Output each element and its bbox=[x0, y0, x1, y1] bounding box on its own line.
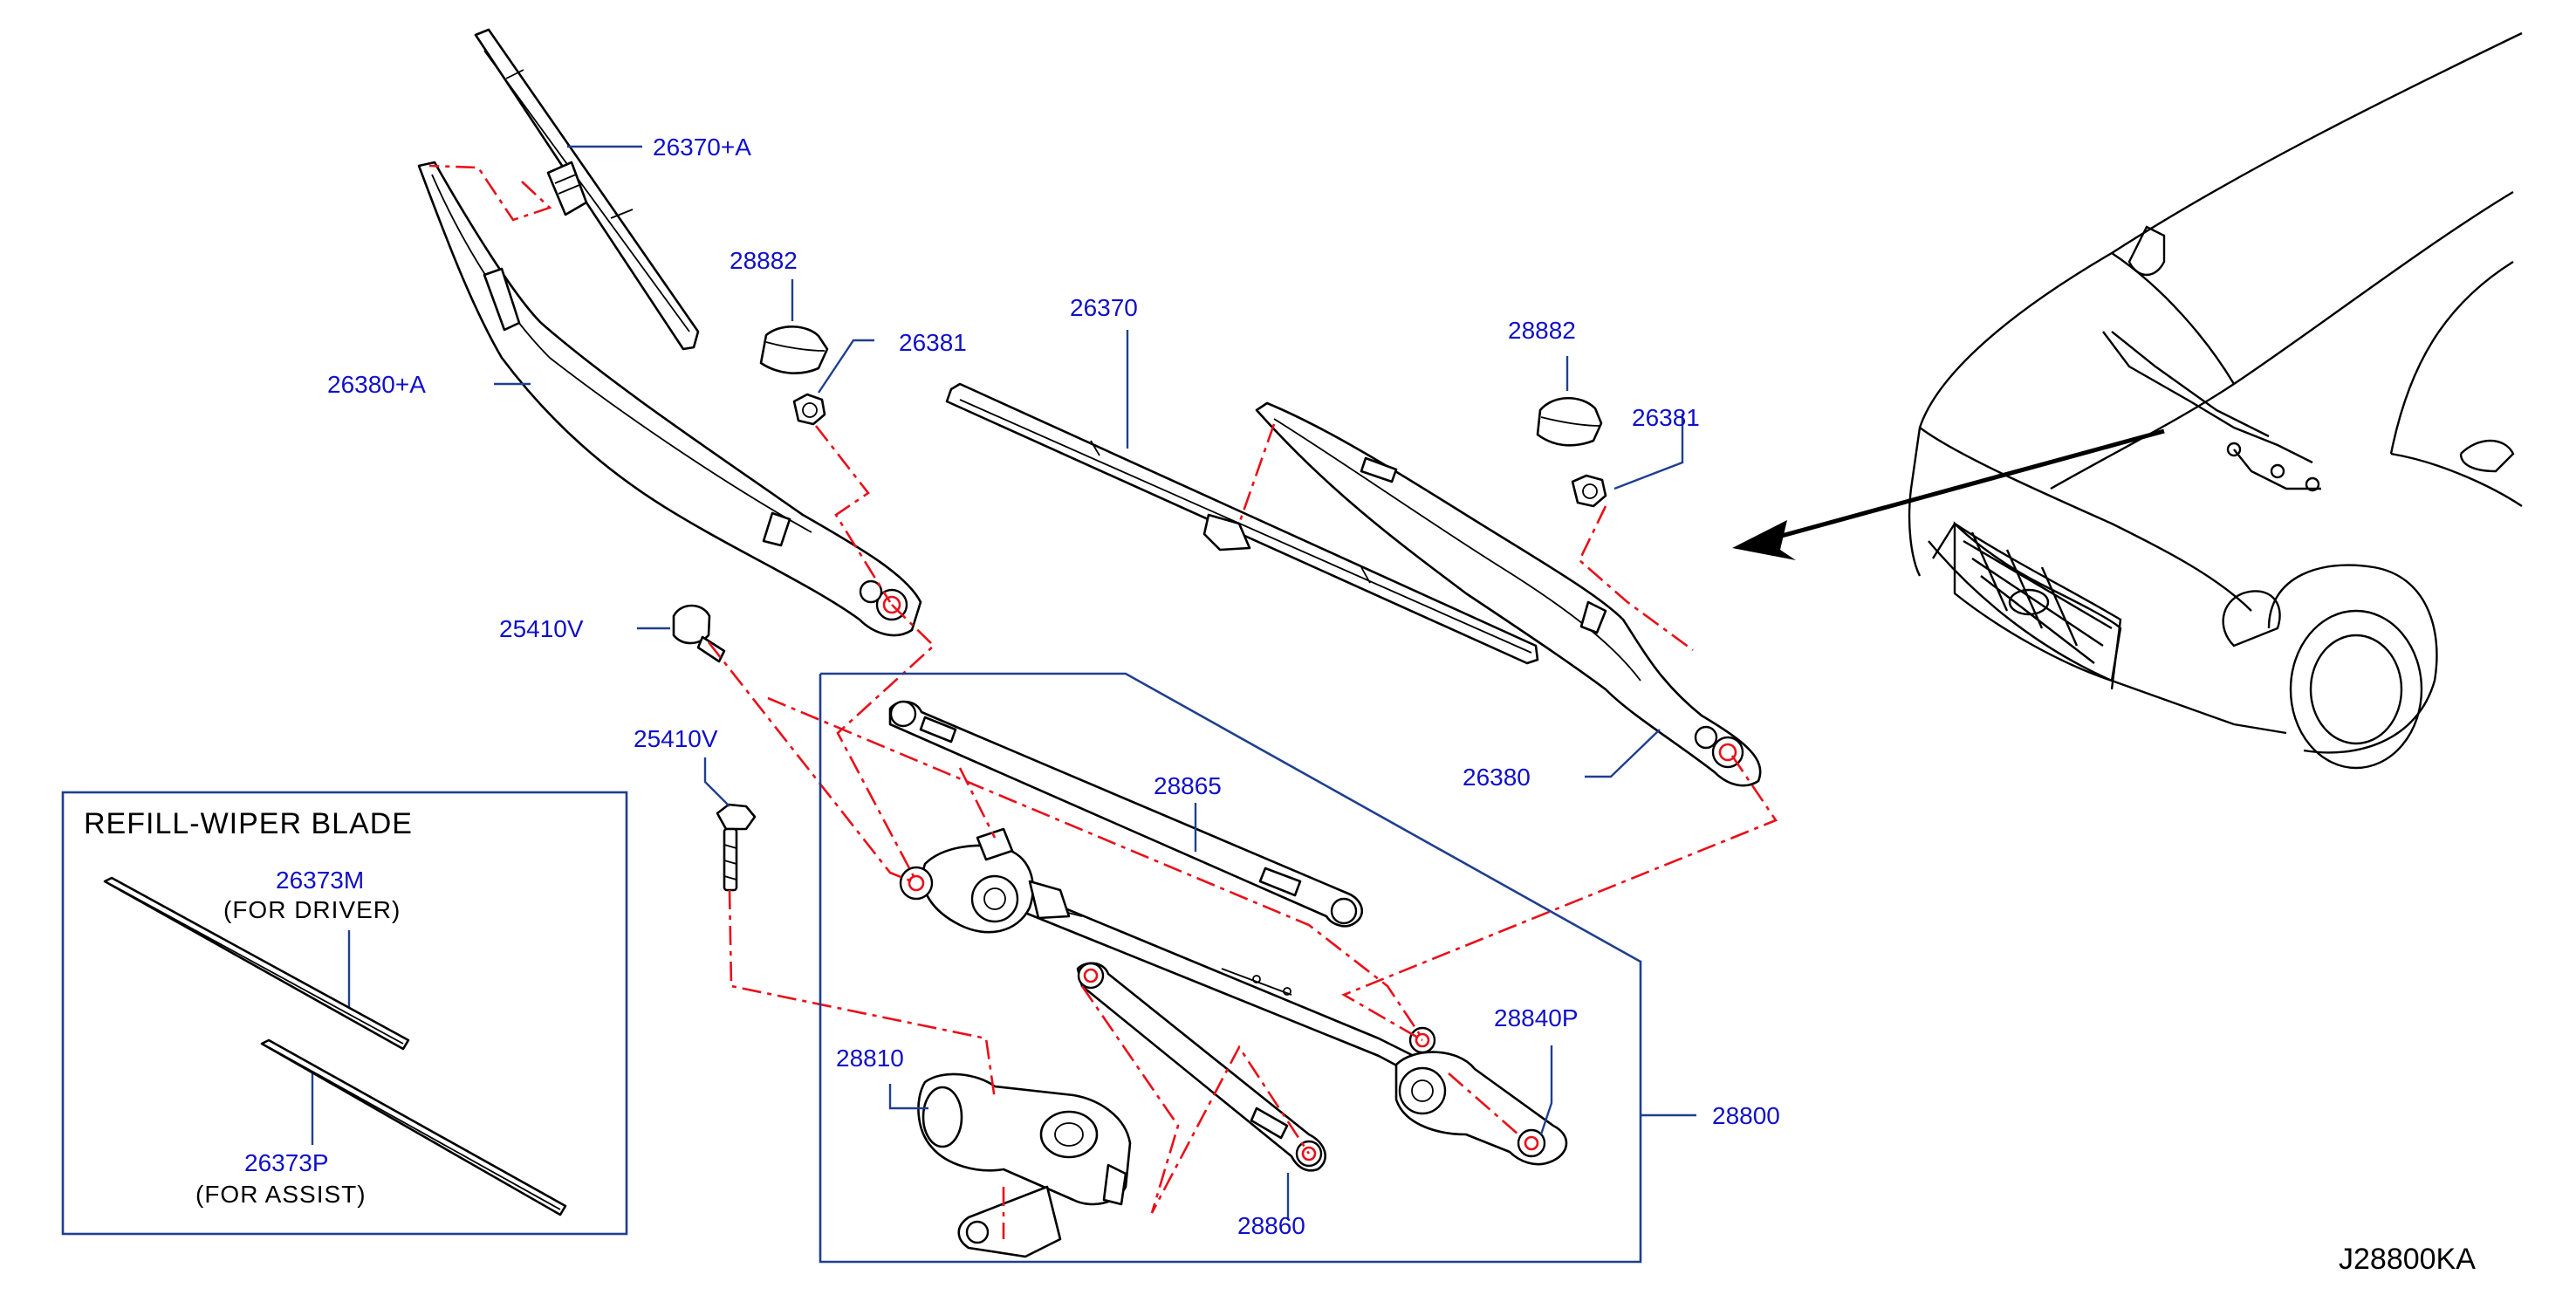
pivot-nut-right bbox=[1571, 474, 1607, 508]
callout-bolt-upper: 25410V bbox=[499, 615, 584, 642]
driver-wiper-blade bbox=[474, 28, 700, 351]
assist-wiper-arm bbox=[1255, 401, 1762, 787]
callout-blade-assist: 26370 bbox=[1070, 294, 1138, 321]
bolt-lower bbox=[716, 803, 757, 892]
direction-arrow-icon bbox=[1732, 428, 2165, 560]
callout-arm-driver: 26380+A bbox=[327, 371, 426, 398]
connection-lines bbox=[428, 164, 1778, 1239]
callout-bolt-lower: 25410V bbox=[634, 725, 718, 752]
refill-strip-assist bbox=[260, 1038, 567, 1216]
refill-driver-note: (FOR DRIVER) bbox=[223, 896, 401, 923]
callout-motor: 28810 bbox=[836, 1045, 904, 1072]
callout-cap-right: 28882 bbox=[1508, 317, 1576, 344]
linkage-assembly bbox=[888, 700, 1568, 1258]
callout-link-lower: 28860 bbox=[1237, 1212, 1305, 1239]
refill-inset: REFILL-WIPER BLADE 26373M (FOR DRIVER) 2… bbox=[61, 791, 628, 1236]
vehicle-illustration bbox=[1908, 31, 2523, 770]
refill-assist-note: (FOR ASSIST) bbox=[195, 1181, 367, 1208]
callout-pivot-right: 28840P bbox=[1494, 1004, 1579, 1031]
callout-labels: 26370+A 26380+A 28882 26381 26370 28882 … bbox=[327, 134, 1780, 1239]
callout-blade-driver: 26370+A bbox=[653, 134, 751, 161]
pivot-nut-left bbox=[792, 393, 826, 426]
refill-driver-part: 26373M bbox=[276, 867, 364, 894]
callout-link-upper: 28865 bbox=[1154, 772, 1222, 799]
refill-strip-driver bbox=[103, 876, 410, 1051]
assist-wiper-blade bbox=[945, 382, 1539, 665]
driver-wiper-arm bbox=[417, 161, 922, 637]
refill-title: REFILL-WIPER BLADE bbox=[84, 807, 413, 840]
diagram-code: J28800KA bbox=[2339, 1243, 2476, 1276]
assembly-boundary bbox=[819, 672, 1642, 1264]
pivot-cap-right bbox=[1536, 397, 1603, 447]
pivot-cap-left bbox=[759, 325, 829, 374]
callout-arm-assist: 26380 bbox=[1463, 764, 1531, 791]
callout-assembly: 28800 bbox=[1712, 1102, 1780, 1129]
callout-nut-right: 26381 bbox=[1632, 404, 1700, 431]
bolt-upper bbox=[672, 604, 726, 663]
callout-nut-left: 26381 bbox=[899, 329, 967, 356]
callout-cap-left: 28882 bbox=[730, 247, 798, 274]
refill-assist-part: 26373P bbox=[244, 1149, 329, 1176]
leader-lines bbox=[494, 145, 1696, 1220]
